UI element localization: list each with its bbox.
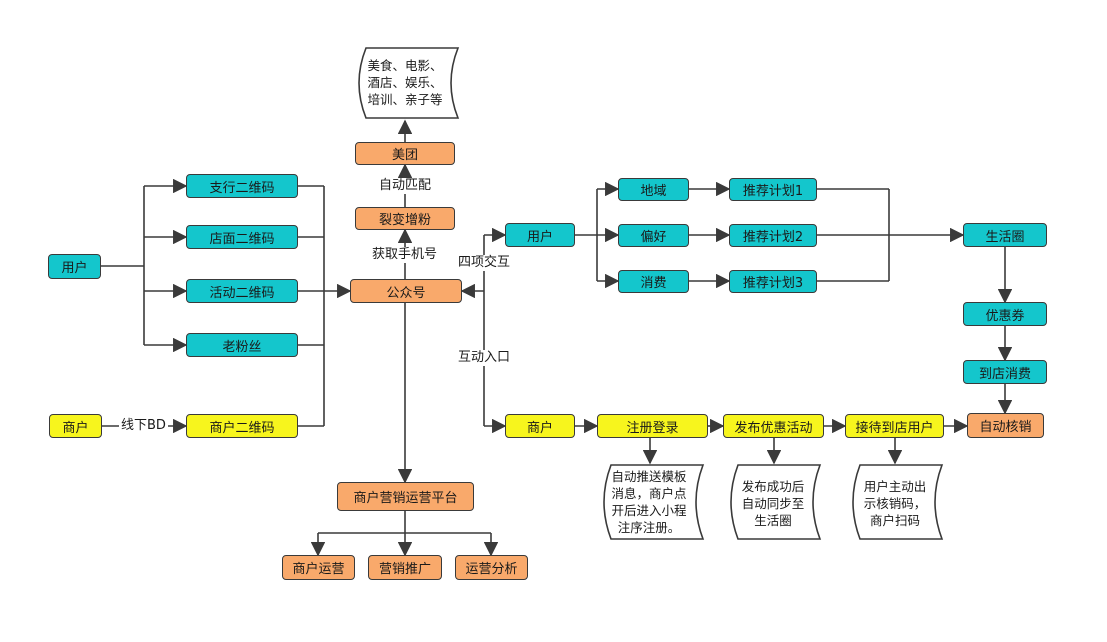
fission-node: 裂变增粉 — [355, 207, 455, 230]
activity-qr-node: 活动二维码 — [186, 279, 298, 303]
merchant-node-mid: 商户 — [505, 414, 575, 438]
note-register-scroll-shape — [603, 464, 705, 540]
preference-node: 偏好 — [618, 224, 689, 247]
marketing-promo-node: 营销推广 — [368, 555, 442, 580]
meituan-node: 美团 — [355, 142, 455, 165]
store-qr-node: 店面二维码 — [186, 225, 298, 249]
user-node-mid: 用户 — [505, 223, 575, 247]
publish-note: 发布成功后 自动同步至 生活圈 — [741, 479, 805, 528]
consumption-node: 消费 — [618, 270, 689, 293]
old-fans-node: 老粉丝 — [186, 333, 298, 357]
branch-qr-node: 支行二维码 — [186, 174, 298, 198]
official-account-node: 公众号 — [350, 279, 462, 303]
auto-writeoff-node: 自动核销 — [967, 413, 1044, 438]
merchant-qr-node: 商户二维码 — [186, 414, 298, 438]
note-publish-scroll-shape — [730, 464, 822, 540]
plan3-node: 推荐计划3 — [729, 270, 817, 293]
ops-analysis-node: 运营分析 — [455, 555, 528, 580]
merchant-node-left: 商户 — [49, 414, 102, 438]
register-node: 注册登录 — [597, 414, 708, 438]
get-phone-label: 获取手机号 — [370, 247, 440, 263]
merchant-ops-node: 商户运营 — [282, 555, 355, 580]
receive-node: 接待到店用户 — [845, 414, 944, 438]
publish-node: 发布优惠活动 — [723, 414, 824, 438]
marketing-platform-node: 商户营销运营平台 — [337, 482, 474, 511]
interaction-entry-label: 互动入口 — [456, 350, 513, 366]
offline-bd-label: 线下BD — [119, 418, 168, 434]
categories-note: 美食、电影、 酒店、娱乐、 培训、亲子等 — [367, 58, 443, 107]
plan1-node: 推荐计划1 — [729, 178, 817, 201]
categories-scroll-shape — [358, 47, 460, 119]
life-circle-node: 生活圈 — [963, 223, 1047, 247]
region-node: 地域 — [618, 178, 689, 201]
store-consume-node: 到店消费 — [963, 360, 1047, 384]
four-interactions-label: 四项交互 — [456, 255, 513, 271]
receive-note: 用户主动出 示核销码， 商户扫码 — [863, 479, 927, 528]
auto-match-label: 自动匹配 — [377, 178, 434, 194]
coupon-node: 优惠券 — [963, 302, 1047, 326]
plan2-node: 推荐计划2 — [729, 224, 817, 247]
user-node-left: 用户 — [48, 254, 101, 279]
note-receive-scroll-shape — [852, 464, 944, 540]
register-note: 自动推送模板 消息，商户点 开后进入小程 注序注册。 — [611, 469, 687, 535]
